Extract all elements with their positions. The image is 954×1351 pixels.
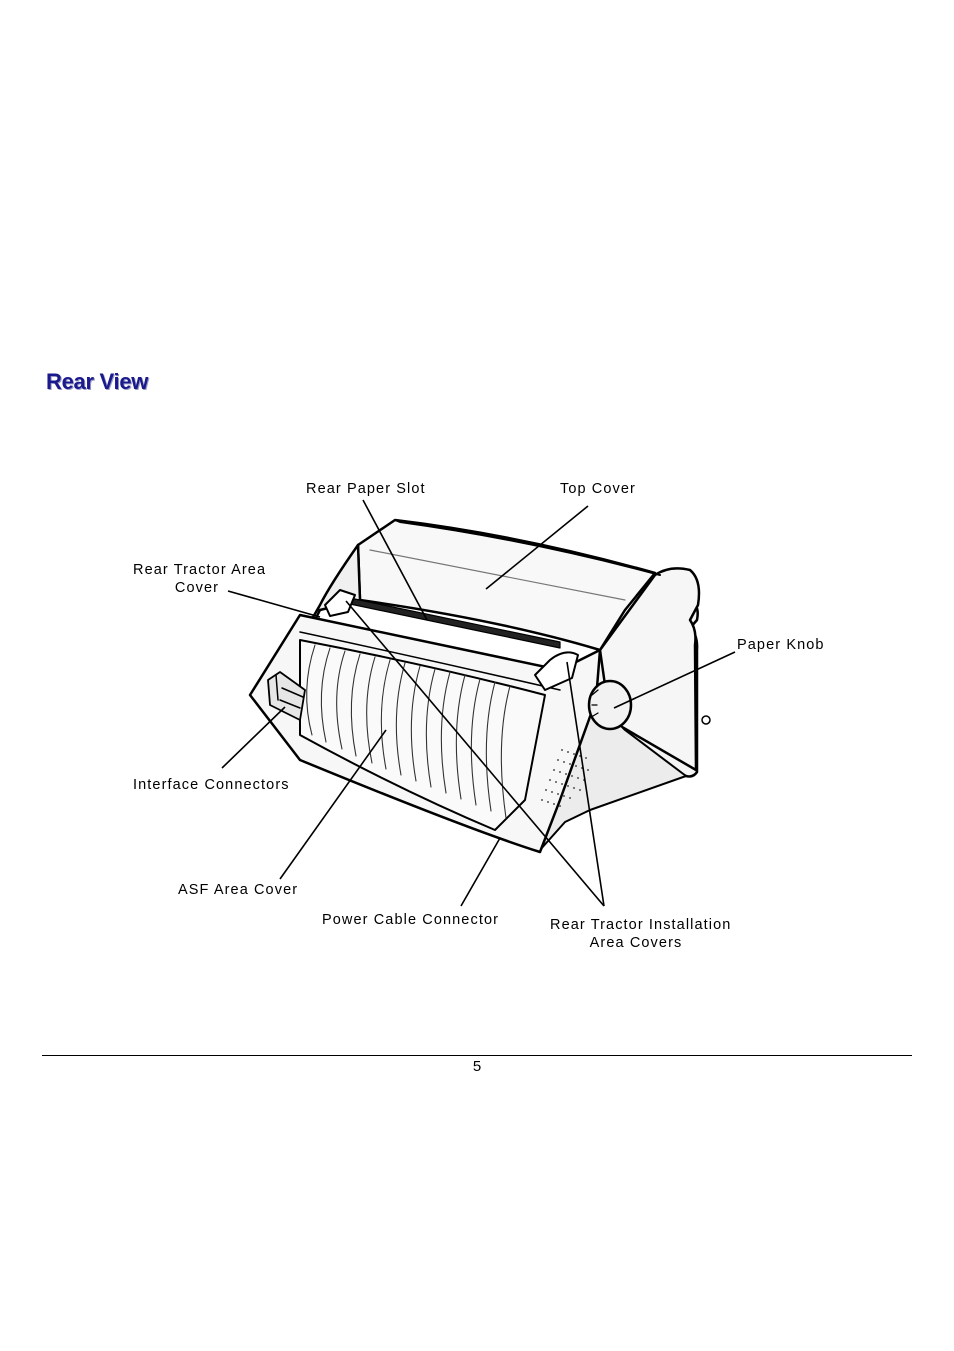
leader-power-cable-connector — [460, 837, 501, 907]
asf-area-cover-shape — [299, 639, 546, 831]
rear-tractor-cover-left — [324, 589, 356, 617]
label-rear-tractor-area-cover: Rear Tractor Area Cover — [133, 562, 267, 596]
label-asf-area-cover: ASF Area Cover — [178, 882, 299, 898]
page-number: 5 — [472, 1058, 482, 1075]
vent-grille — [541, 749, 589, 807]
rear-tractor-cover-right — [534, 651, 579, 691]
label-rear-tractor-installation-area-covers: Rear Tractor Installation Area Covers — [550, 917, 732, 951]
label-paper-knob: Paper Knob — [737, 637, 825, 653]
leader-paper-knob — [613, 651, 736, 709]
leader-top-cover — [485, 505, 589, 590]
leader-lines — [221, 499, 736, 907]
paper-knob-shape — [587, 679, 633, 731]
label-interface-connectors: Interface Connectors — [133, 777, 290, 793]
section-heading: Rear View — [46, 369, 149, 394]
label-power-cable-connector: Power Cable Connector — [322, 912, 500, 928]
leader-tractor-covers-a — [345, 600, 605, 907]
label-rear-paper-slot: Rear Paper Slot — [306, 481, 426, 497]
leader-rear-paper-slot — [362, 499, 428, 621]
leader-interface-connectors — [221, 706, 286, 769]
leader-asf-area-cover — [279, 729, 387, 880]
printer-top-cover-shape — [356, 518, 657, 652]
footer-divider — [42, 1055, 912, 1056]
leader-tractor-covers-b — [566, 661, 605, 907]
label-top-cover: Top Cover — [560, 481, 636, 497]
leader-rear-tractor-area-cover — [227, 590, 321, 618]
